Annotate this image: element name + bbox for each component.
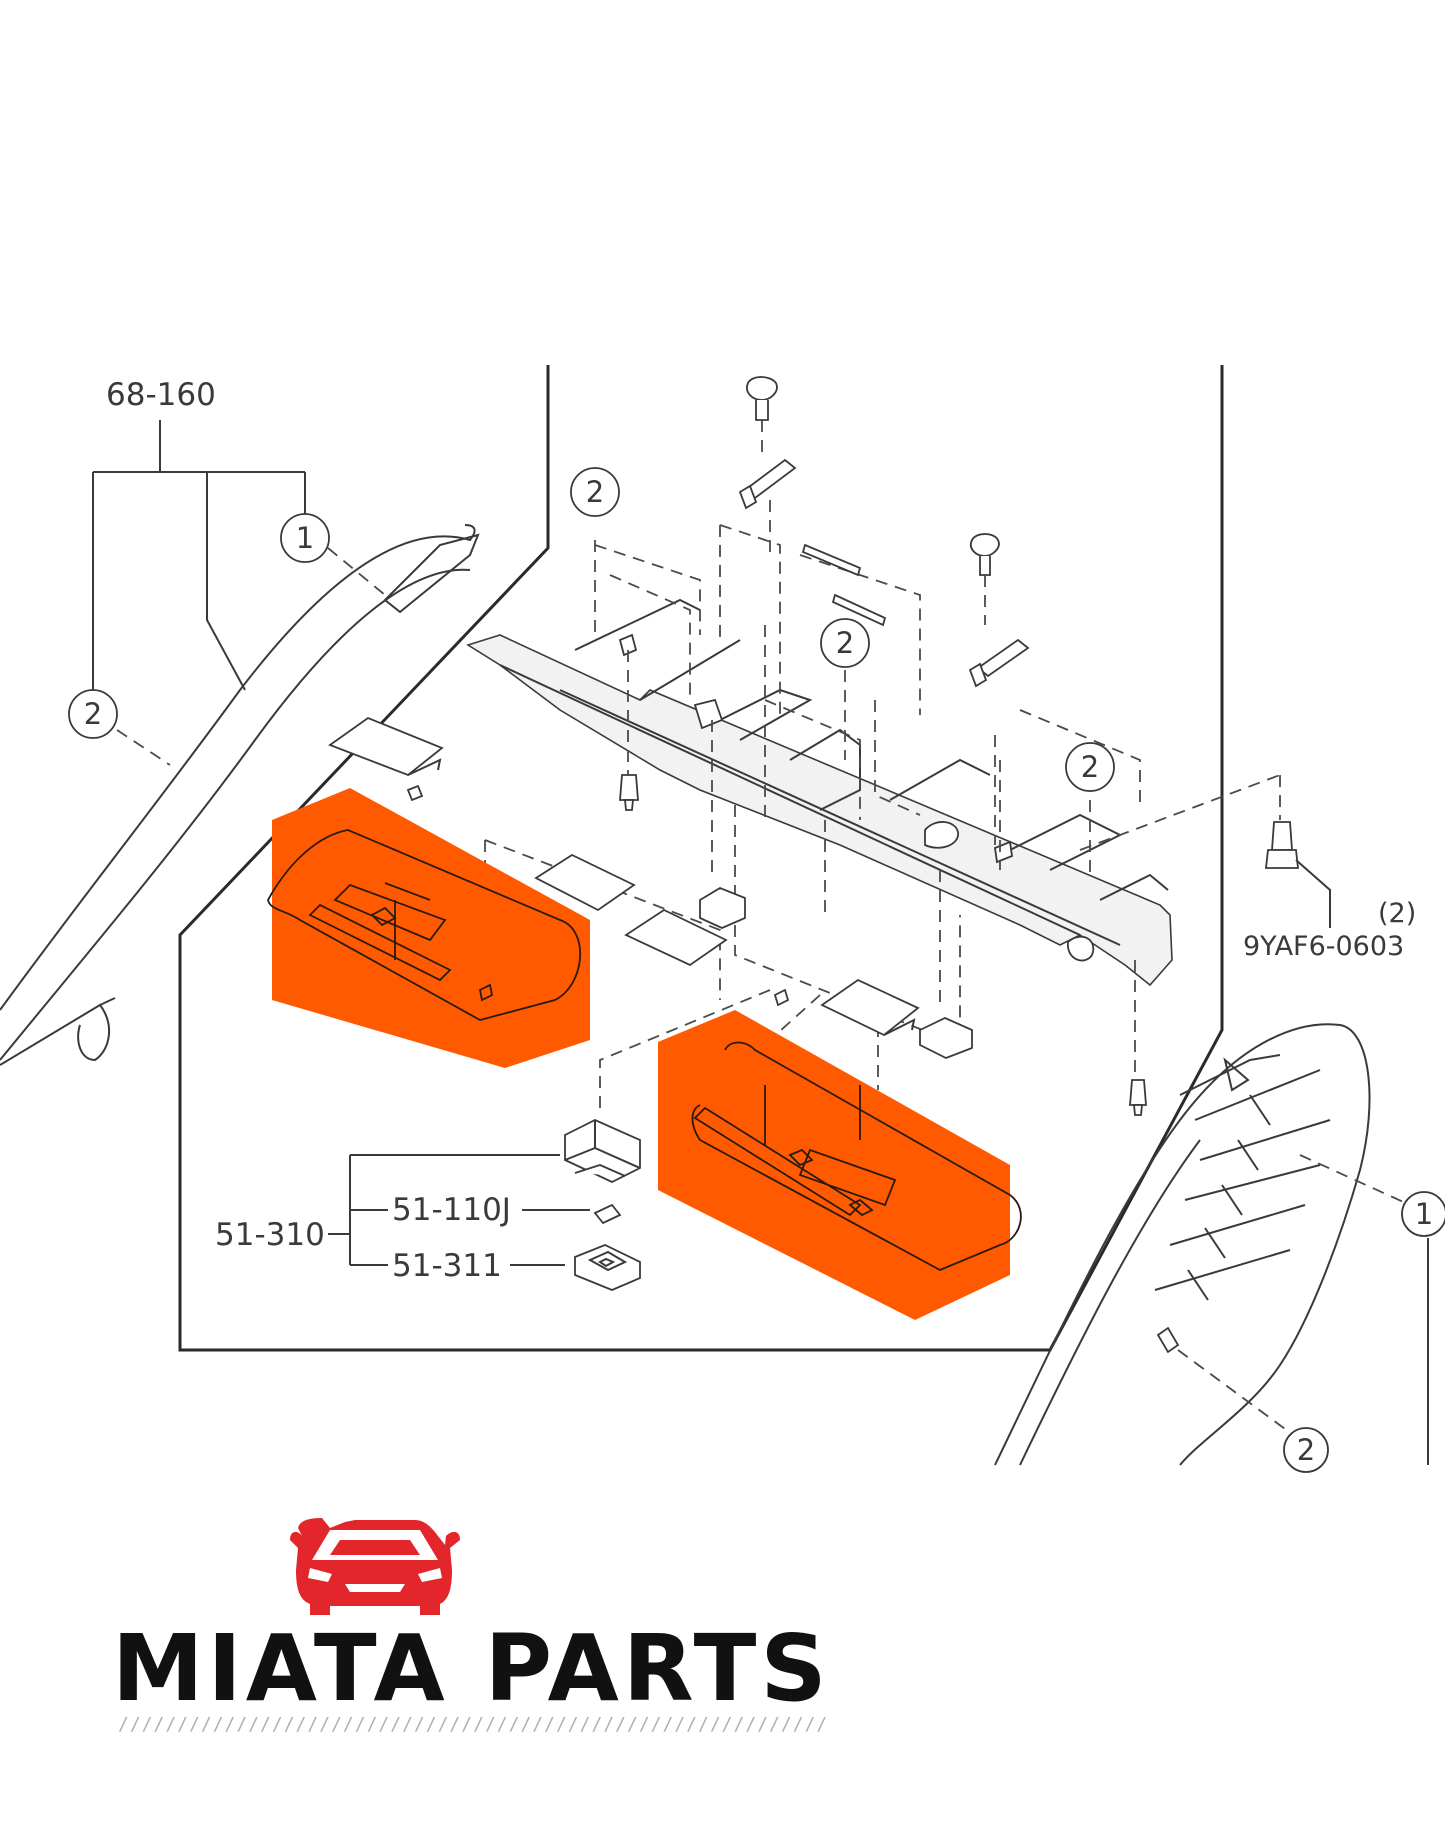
svg-text:2: 2 bbox=[586, 475, 604, 509]
brand-underline: ////////////////////////////////////////… bbox=[118, 1714, 828, 1735]
left-pillar-trim bbox=[0, 524, 480, 1066]
svg-text:2: 2 bbox=[1081, 750, 1099, 784]
label-qty: (2) bbox=[1378, 898, 1416, 929]
label-68-160: 68-160 bbox=[106, 377, 216, 413]
bolt-label-group: (2) 9YAF6-0603 bbox=[1243, 898, 1416, 962]
label-51-311: 51-311 bbox=[392, 1248, 502, 1284]
callout-2-bottom: 2 bbox=[1283, 1427, 1329, 1473]
callout-2-right: 2 bbox=[1065, 742, 1115, 792]
bracket-68-160: 68-160 bbox=[92, 377, 306, 691]
brand-logo: MIATA PARTS ////////////////////////////… bbox=[112, 1518, 831, 1735]
fasteners bbox=[619, 376, 1331, 1116]
visor-right-highlight bbox=[658, 1010, 1010, 1320]
car-front-icon bbox=[290, 1518, 460, 1615]
visor-left-highlight bbox=[272, 788, 590, 1068]
brand-name: MIATA PARTS bbox=[112, 1615, 831, 1722]
svg-text:2: 2 bbox=[1297, 1433, 1315, 1467]
brackets-pads bbox=[328, 716, 973, 1059]
callout-1-right: 1 bbox=[1401, 1191, 1445, 1237]
sun-visor-right bbox=[658, 1010, 1022, 1320]
svg-text:1: 1 bbox=[1415, 1197, 1433, 1231]
callout-1-left: 1 bbox=[280, 513, 386, 596]
right-pillar-trim bbox=[994, 1023, 1429, 1466]
callout-2-middle: 2 bbox=[820, 618, 870, 668]
callouts: 1 2 2 2 2 1 2 bbox=[68, 467, 1445, 1473]
dome-lamp-assembly: 51-310 51-110J 51-311 bbox=[215, 1119, 641, 1291]
svg-text:2: 2 bbox=[836, 626, 854, 660]
label-51-310: 51-310 bbox=[215, 1217, 325, 1253]
label-9yaf6-0603: 9YAF6-0603 bbox=[1243, 931, 1404, 962]
label-51-110j: 51-110J bbox=[392, 1192, 511, 1228]
frame-lines bbox=[178, 365, 1224, 1352]
svg-text:1: 1 bbox=[296, 521, 314, 555]
callout-2-top: 2 bbox=[570, 467, 620, 517]
sun-visor-left bbox=[267, 788, 590, 1068]
callout-2-left: 2 bbox=[68, 689, 171, 766]
svg-text:2: 2 bbox=[84, 697, 102, 731]
